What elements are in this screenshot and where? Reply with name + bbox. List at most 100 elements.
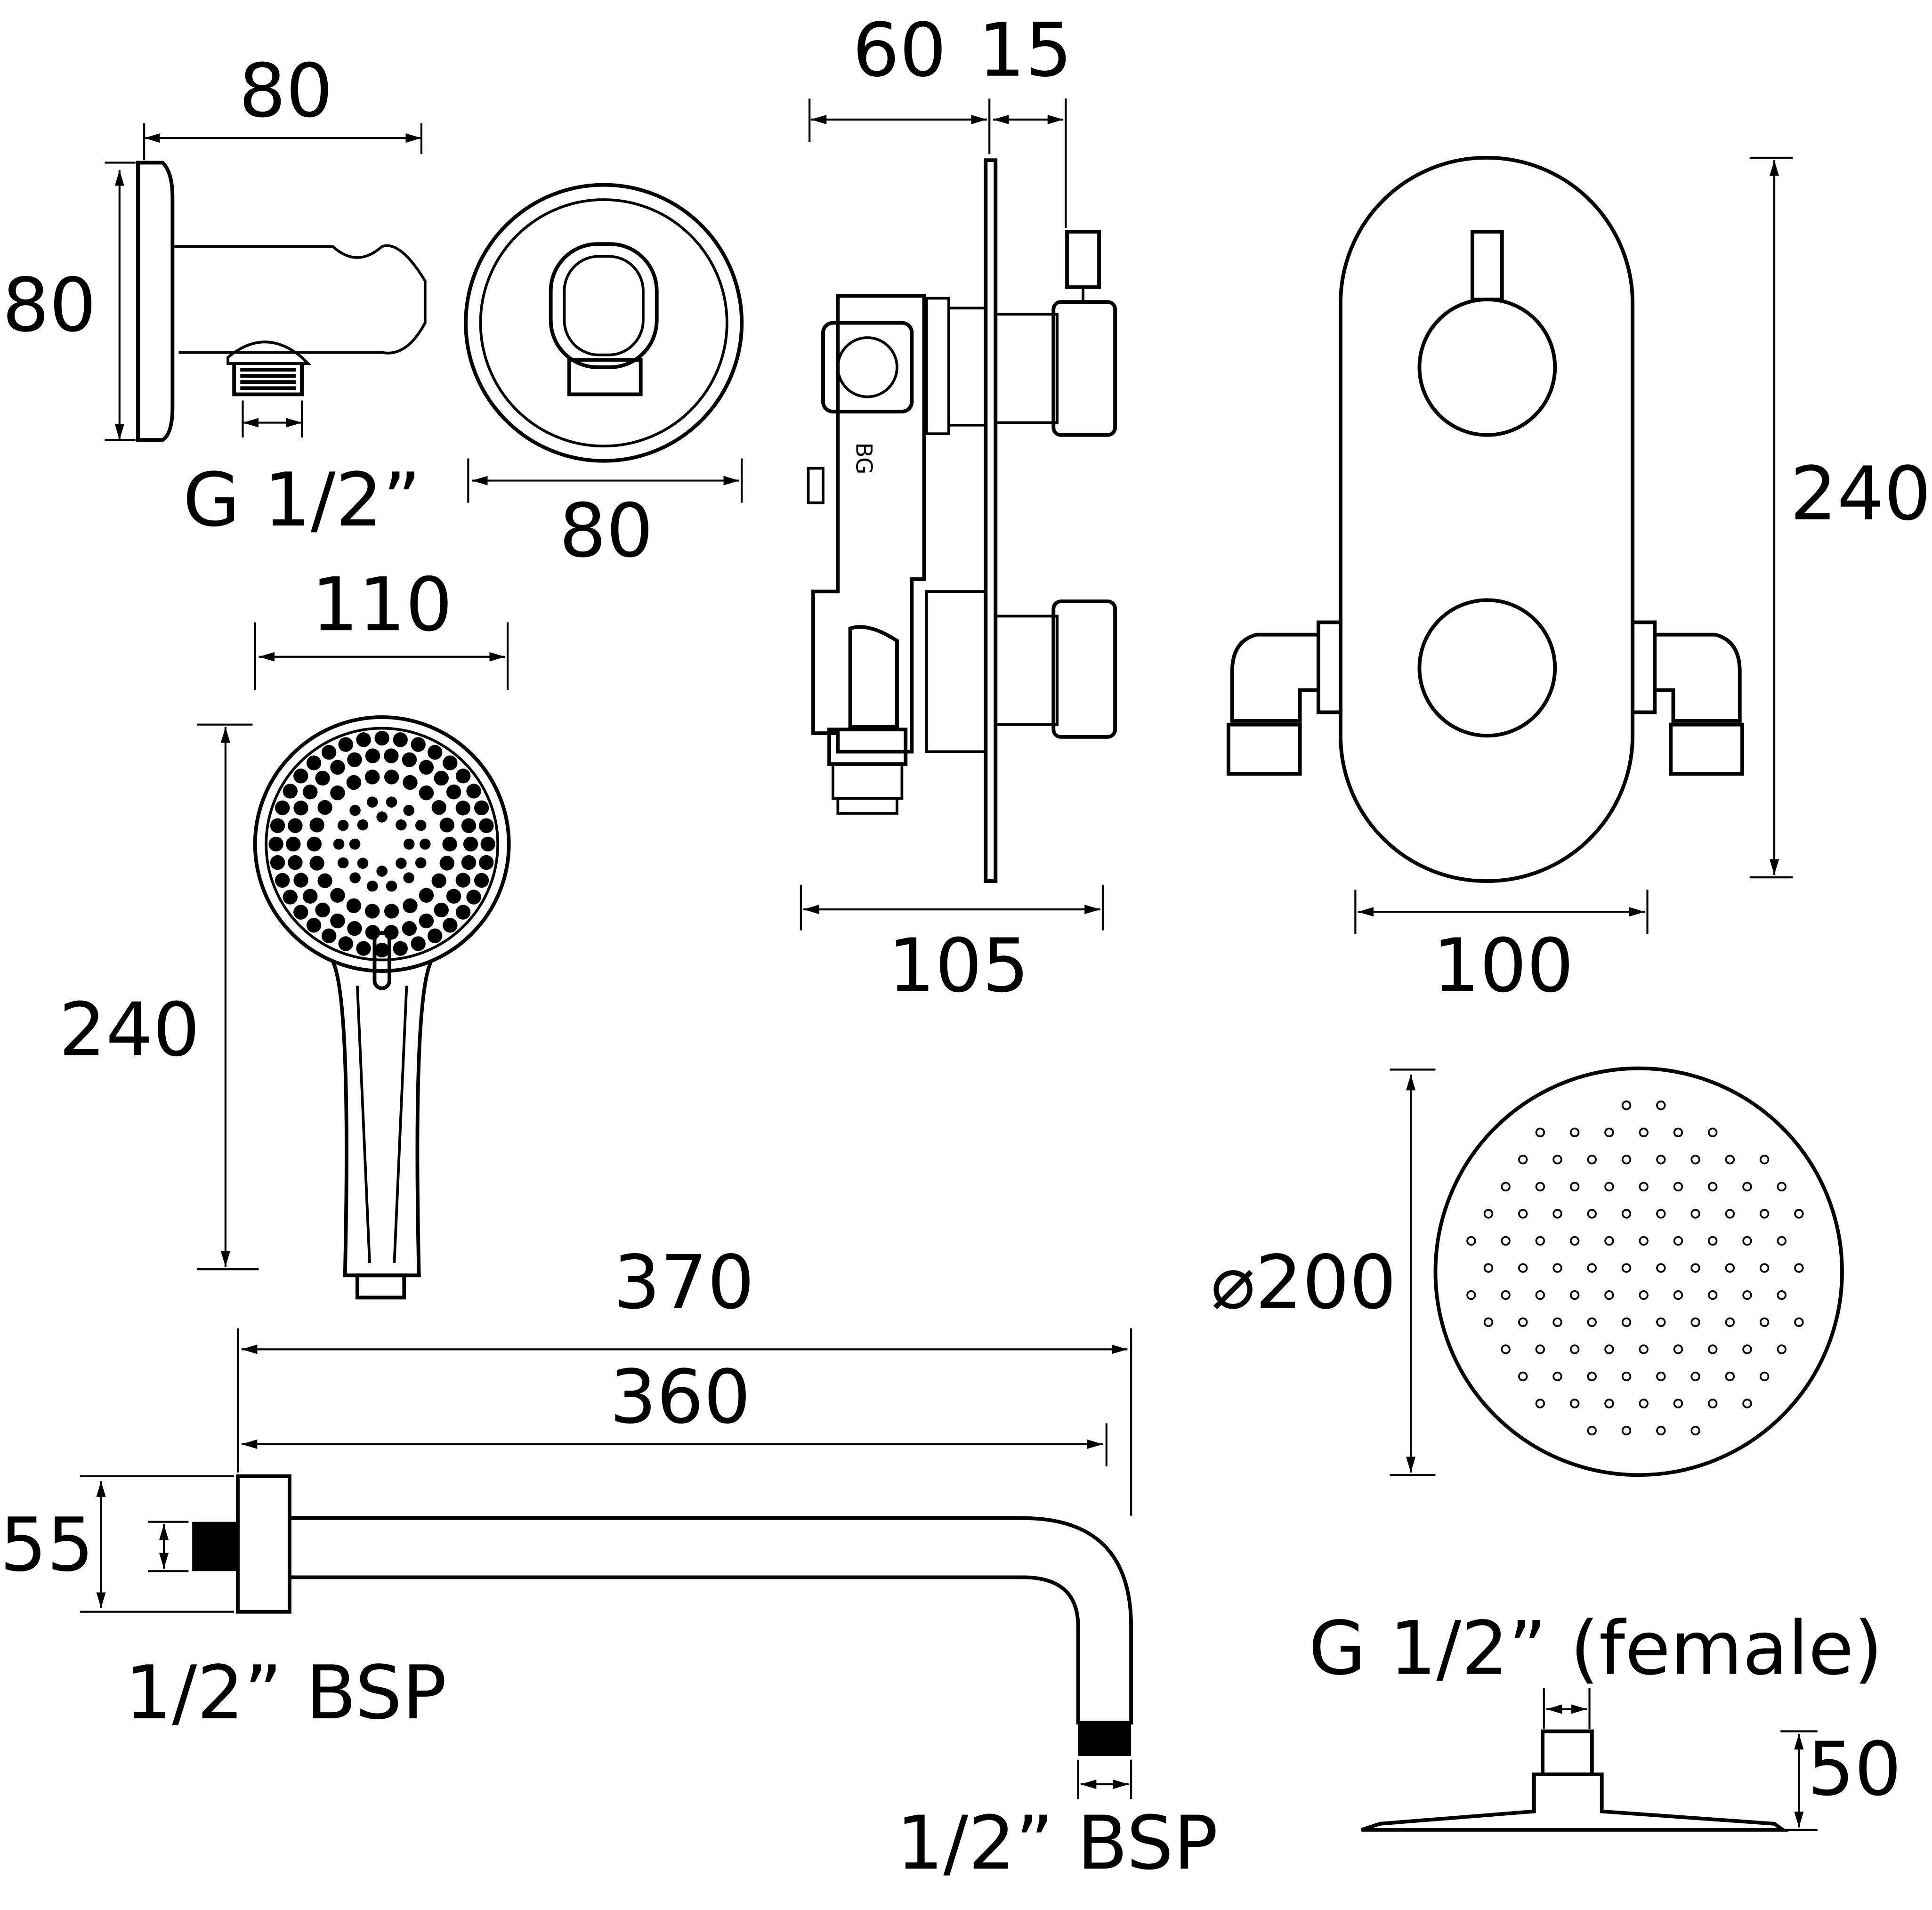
nozzle-dot bbox=[330, 785, 345, 801]
nozzle-dot bbox=[330, 913, 345, 929]
nozzle-dot bbox=[479, 855, 494, 870]
nozzle-dot bbox=[365, 925, 380, 940]
nozzle-dot bbox=[402, 752, 417, 768]
nozzle-dot bbox=[455, 873, 470, 888]
nozzle-dot bbox=[1552, 1209, 1562, 1219]
nozzle-dot bbox=[1466, 1290, 1476, 1300]
nozzle-dot bbox=[393, 732, 408, 747]
nozzle-dot bbox=[330, 888, 345, 903]
nozzle-dot bbox=[411, 737, 426, 752]
nozzle-dot bbox=[1639, 1127, 1649, 1138]
handset-spray-nozzles bbox=[268, 730, 495, 958]
nozzle-dot bbox=[315, 902, 330, 918]
nozzle-dot bbox=[306, 918, 322, 933]
nozzle-dot bbox=[1777, 1344, 1786, 1354]
nozzle-dot bbox=[1673, 1236, 1683, 1246]
nozzle-dot bbox=[286, 836, 301, 852]
nozzle-dot bbox=[275, 800, 290, 816]
nozzle-dot bbox=[463, 836, 478, 852]
nozzle-dot bbox=[1690, 1155, 1700, 1165]
nozzle-dot bbox=[1639, 1399, 1649, 1408]
nozzle-dot bbox=[374, 942, 389, 958]
nozzle-dot bbox=[427, 928, 443, 944]
nozzle-dot bbox=[283, 784, 298, 799]
nozzle-dot bbox=[474, 873, 489, 888]
nozzle-dot bbox=[1501, 1182, 1511, 1192]
nozzle-dot bbox=[356, 732, 371, 747]
nozzle-dot bbox=[346, 775, 362, 790]
nozzle-dot bbox=[309, 817, 324, 833]
nozzle-dot bbox=[411, 936, 426, 951]
nozzle-dot bbox=[1535, 1127, 1545, 1138]
nozzle-dot bbox=[443, 918, 458, 933]
nozzle-dot bbox=[1621, 1263, 1632, 1273]
nozzle-dot bbox=[434, 770, 449, 786]
nozzle-dot bbox=[403, 805, 415, 816]
valve-side-view: BG 60 15 105 bbox=[800, 8, 1117, 1009]
nozzle-dot bbox=[364, 904, 380, 919]
nozzle-dot bbox=[386, 796, 397, 808]
nozzle-dot bbox=[1535, 1182, 1545, 1192]
nozzle-dot bbox=[1569, 1344, 1580, 1354]
nozzle-dot bbox=[338, 936, 353, 951]
nozzle-dot bbox=[283, 890, 298, 905]
nozzle-dot bbox=[365, 748, 380, 763]
nozzle-dot bbox=[1518, 1263, 1528, 1273]
nozzle-dot bbox=[419, 838, 431, 850]
nozzle-dot bbox=[1777, 1290, 1786, 1300]
nozzle-dot bbox=[434, 902, 449, 918]
nozzle-dot bbox=[293, 873, 308, 888]
nozzle-dot bbox=[1725, 1209, 1735, 1219]
nozzle-dot bbox=[479, 818, 494, 834]
nozzle-dot bbox=[317, 873, 332, 889]
nozzle-dot bbox=[1794, 1263, 1804, 1273]
nozzle-dot bbox=[1708, 1290, 1718, 1300]
nozzle-dot bbox=[1518, 1209, 1528, 1219]
nozzle-dot bbox=[419, 888, 434, 903]
nozzle-dot bbox=[1742, 1290, 1752, 1300]
nozzle-dot bbox=[446, 889, 461, 904]
nozzle-dot bbox=[403, 838, 415, 850]
nozzle-dot bbox=[1673, 1399, 1683, 1408]
nozzle-dot bbox=[384, 748, 399, 763]
nozzle-dot bbox=[1725, 1155, 1735, 1165]
nozzle-dot bbox=[1483, 1263, 1494, 1273]
nozzle-dot bbox=[1656, 1425, 1666, 1436]
nozzle-dot bbox=[1604, 1236, 1614, 1246]
nozzle-dot bbox=[466, 784, 481, 799]
nozzle-dot bbox=[1552, 1263, 1562, 1273]
arm-wall-thread-label: 1/2” BSP bbox=[125, 1650, 446, 1736]
nozzle-dot bbox=[1794, 1317, 1804, 1327]
nozzle-dot bbox=[384, 769, 399, 785]
nozzle-dot bbox=[403, 898, 418, 914]
nozzle-dot bbox=[367, 796, 378, 808]
outlet-width-label: 80 bbox=[239, 48, 333, 134]
nozzle-dot bbox=[1759, 1371, 1770, 1382]
nozzle-dot bbox=[293, 801, 308, 816]
nozzle-dot bbox=[1690, 1209, 1700, 1219]
nozzle-dot bbox=[455, 905, 471, 920]
nozzle-dot bbox=[275, 873, 290, 888]
nozzle-dot bbox=[1794, 1209, 1804, 1219]
nozzle-dot bbox=[1656, 1209, 1666, 1219]
nozzle-dot bbox=[321, 745, 337, 760]
nozzle-dot bbox=[403, 775, 418, 790]
nozzle-dot bbox=[419, 760, 434, 775]
nozzle-dot bbox=[1759, 1263, 1770, 1273]
nozzle-dot bbox=[303, 889, 318, 904]
nozzle-dot bbox=[393, 941, 408, 956]
valve-body-depth-label: 60 bbox=[852, 8, 946, 94]
nozzle-dot bbox=[303, 785, 318, 800]
nozzle-dot bbox=[403, 872, 415, 883]
nozzle-dot bbox=[1604, 1399, 1614, 1408]
nozzle-dot bbox=[1759, 1209, 1770, 1219]
nozzle-dot bbox=[1501, 1236, 1511, 1246]
nozzle-dot bbox=[1708, 1127, 1718, 1138]
nozzle-dot bbox=[1690, 1425, 1700, 1436]
nozzle-dot bbox=[415, 857, 427, 869]
nozzle-dot bbox=[1742, 1182, 1752, 1192]
handset-length-label: 240 bbox=[59, 987, 200, 1073]
outlet-front-width-label: 80 bbox=[559, 488, 654, 574]
nozzle-dot bbox=[1604, 1127, 1614, 1138]
nozzle-dot bbox=[1587, 1371, 1597, 1382]
